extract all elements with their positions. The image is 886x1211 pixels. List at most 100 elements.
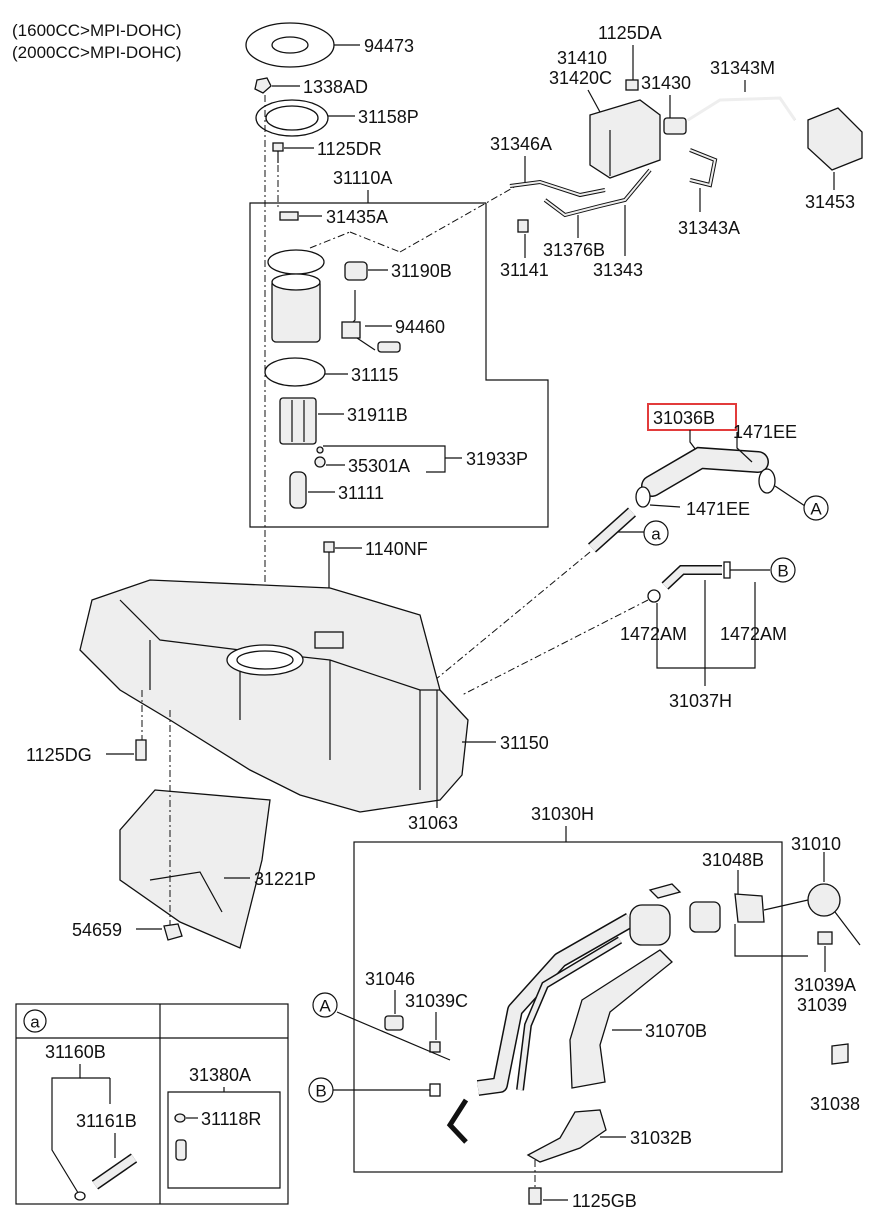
label-1472AM-left[interactable]: 1472AM — [620, 624, 687, 644]
hose-31070B[interactable] — [569, 949, 673, 1089]
clamp-1471EE-bottom[interactable] — [635, 486, 651, 508]
bolt-1125GB[interactable] — [528, 1187, 542, 1205]
hose-31037H[interactable] — [661, 565, 722, 590]
label-1125DG[interactable]: 1125DG — [26, 745, 92, 765]
bolt-1338AD[interactable] — [254, 77, 272, 94]
label-35301A[interactable]: 35301A — [348, 456, 410, 476]
label-1125GB[interactable]: 1125GB — [572, 1191, 637, 1211]
cap-31010[interactable] — [807, 883, 861, 946]
label-31150[interactable]: 31150 — [500, 733, 549, 753]
callout-B-left[interactable]: B — [308, 1077, 334, 1103]
label-31343M[interactable]: 31343M — [710, 58, 775, 78]
label-31158P[interactable]: 31158P — [358, 107, 419, 127]
pipe-stub-a[interactable] — [587, 507, 637, 553]
bolt-1125DA[interactable] — [625, 79, 639, 91]
filter-31453[interactable] — [807, 107, 863, 171]
label-31039C[interactable]: 31039C — [405, 991, 468, 1011]
callout-a-main[interactable]: a — [643, 520, 669, 546]
label-31343A[interactable]: 31343A — [678, 218, 740, 238]
label-31435A[interactable]: 31435A — [326, 207, 388, 227]
bolt-1125DG[interactable] — [135, 739, 147, 761]
label-1338AD[interactable]: 1338AD — [303, 77, 368, 97]
label-31063[interactable]: 31063 — [408, 813, 458, 833]
label-1472AM-right[interactable]: 1472AM — [720, 624, 787, 644]
label-31032B[interactable]: 31032B — [630, 1128, 692, 1148]
label-31160B[interactable]: 31160B — [45, 1042, 106, 1062]
label-1471EE-top[interactable]: 1471EE — [733, 422, 797, 442]
label-1125DR[interactable]: 1125DR — [317, 139, 382, 159]
label-31110A[interactable]: 31110A — [333, 168, 392, 188]
callout-A-left[interactable]: A — [312, 992, 338, 1018]
label-31453[interactable]: 31453 — [805, 192, 855, 212]
label-31911B[interactable]: 31911B — [347, 405, 408, 425]
shield-31032B[interactable] — [526, 1109, 607, 1163]
label-31190B[interactable]: 31190B — [391, 261, 452, 281]
label-31221P[interactable]: 31221P — [254, 869, 316, 889]
filler-neck[interactable] — [476, 904, 671, 1096]
callout-a-inset[interactable]: a — [23, 1009, 47, 1033]
callout-B-right[interactable]: B — [770, 557, 796, 583]
label-31410[interactable]: 31410 — [557, 48, 607, 68]
part-31435A[interactable] — [279, 211, 299, 221]
clip-31141[interactable] — [517, 219, 529, 233]
label-31376B[interactable]: 31376B — [543, 240, 605, 260]
label-31161B[interactable]: 31161B — [76, 1111, 137, 1131]
label-31038[interactable]: 31038 — [810, 1094, 860, 1114]
label-31430[interactable]: 31430 — [641, 73, 691, 93]
sender-94460[interactable] — [341, 290, 401, 353]
screw-1125DR[interactable] — [272, 142, 284, 163]
label-31111[interactable]: 31111 — [338, 483, 384, 503]
label-31380A[interactable]: 31380A — [189, 1065, 251, 1085]
fuel-tank-31150[interactable] — [79, 579, 469, 813]
label-31343[interactable]: 31343 — [593, 260, 643, 280]
seal-31115[interactable] — [264, 357, 326, 387]
shield-31221P[interactable] — [119, 789, 271, 949]
valve-31430[interactable] — [663, 117, 687, 135]
ring-31158P[interactable] — [255, 99, 329, 137]
label-1471EE-bottom[interactable]: 1471EE — [686, 499, 750, 519]
label-31420C[interactable]: 31420C — [549, 68, 612, 88]
nut-54659[interactable] — [163, 923, 183, 941]
bracket-31048B[interactable] — [648, 883, 765, 933]
part-31046[interactable] — [384, 1015, 404, 1031]
label-31039A[interactable]: 31039A — [794, 975, 856, 995]
label-31141[interactable]: 31141 — [500, 260, 549, 280]
label-31048B[interactable]: 31048B — [702, 850, 764, 870]
bolt-31039A[interactable] — [817, 931, 833, 945]
clamp-1472AM-right[interactable] — [723, 561, 731, 579]
pump-31111[interactable] — [289, 471, 307, 509]
part-31190B[interactable] — [344, 261, 368, 281]
label-1125DA[interactable]: 1125DA — [598, 23, 662, 43]
label-31933P[interactable]: 31933P — [466, 449, 528, 469]
canister-31420C[interactable] — [589, 99, 661, 179]
callout-A-right[interactable]: A — [803, 495, 829, 521]
label-31046[interactable]: 31046 — [365, 969, 415, 989]
label-31030H[interactable]: 31030H — [531, 804, 594, 824]
label-94473[interactable]: 94473 — [364, 36, 414, 56]
label-31036B[interactable]: 31036B — [653, 408, 715, 428]
svg-text:A: A — [319, 997, 331, 1016]
label-94460[interactable]: 94460 — [395, 317, 445, 337]
clip-31039C[interactable] — [429, 1041, 441, 1053]
clamp-1471EE-top[interactable] — [758, 468, 776, 494]
label-31070B[interactable]: 31070B — [645, 1021, 707, 1041]
label-31037H[interactable]: 31037H — [669, 691, 732, 711]
hose-31036B[interactable] — [641, 446, 769, 497]
connector-B[interactable] — [429, 1083, 441, 1097]
label-31039[interactable]: 31039 — [797, 995, 847, 1015]
filter-31911B[interactable] — [279, 397, 317, 445]
label-54659[interactable]: 54659 — [72, 920, 122, 940]
strap[interactable] — [446, 1098, 469, 1144]
part-31161B[interactable] — [74, 1153, 138, 1201]
label-plate-31038[interactable] — [831, 1043, 849, 1065]
label-31010[interactable]: 31010 — [791, 834, 841, 854]
label-31118R[interactable]: 31118R — [201, 1109, 261, 1129]
pump-module[interactable] — [267, 249, 325, 343]
part-31118R[interactable] — [174, 1113, 187, 1161]
label-1140NF[interactable]: 1140NF — [365, 539, 428, 559]
regulator-35301A[interactable] — [314, 446, 326, 468]
label-31346A[interactable]: 31346A — [490, 134, 552, 154]
label-31115[interactable]: 31115 — [351, 365, 398, 385]
gasket-94473[interactable] — [245, 22, 335, 68]
clamp-1472AM-left[interactable] — [647, 589, 661, 603]
